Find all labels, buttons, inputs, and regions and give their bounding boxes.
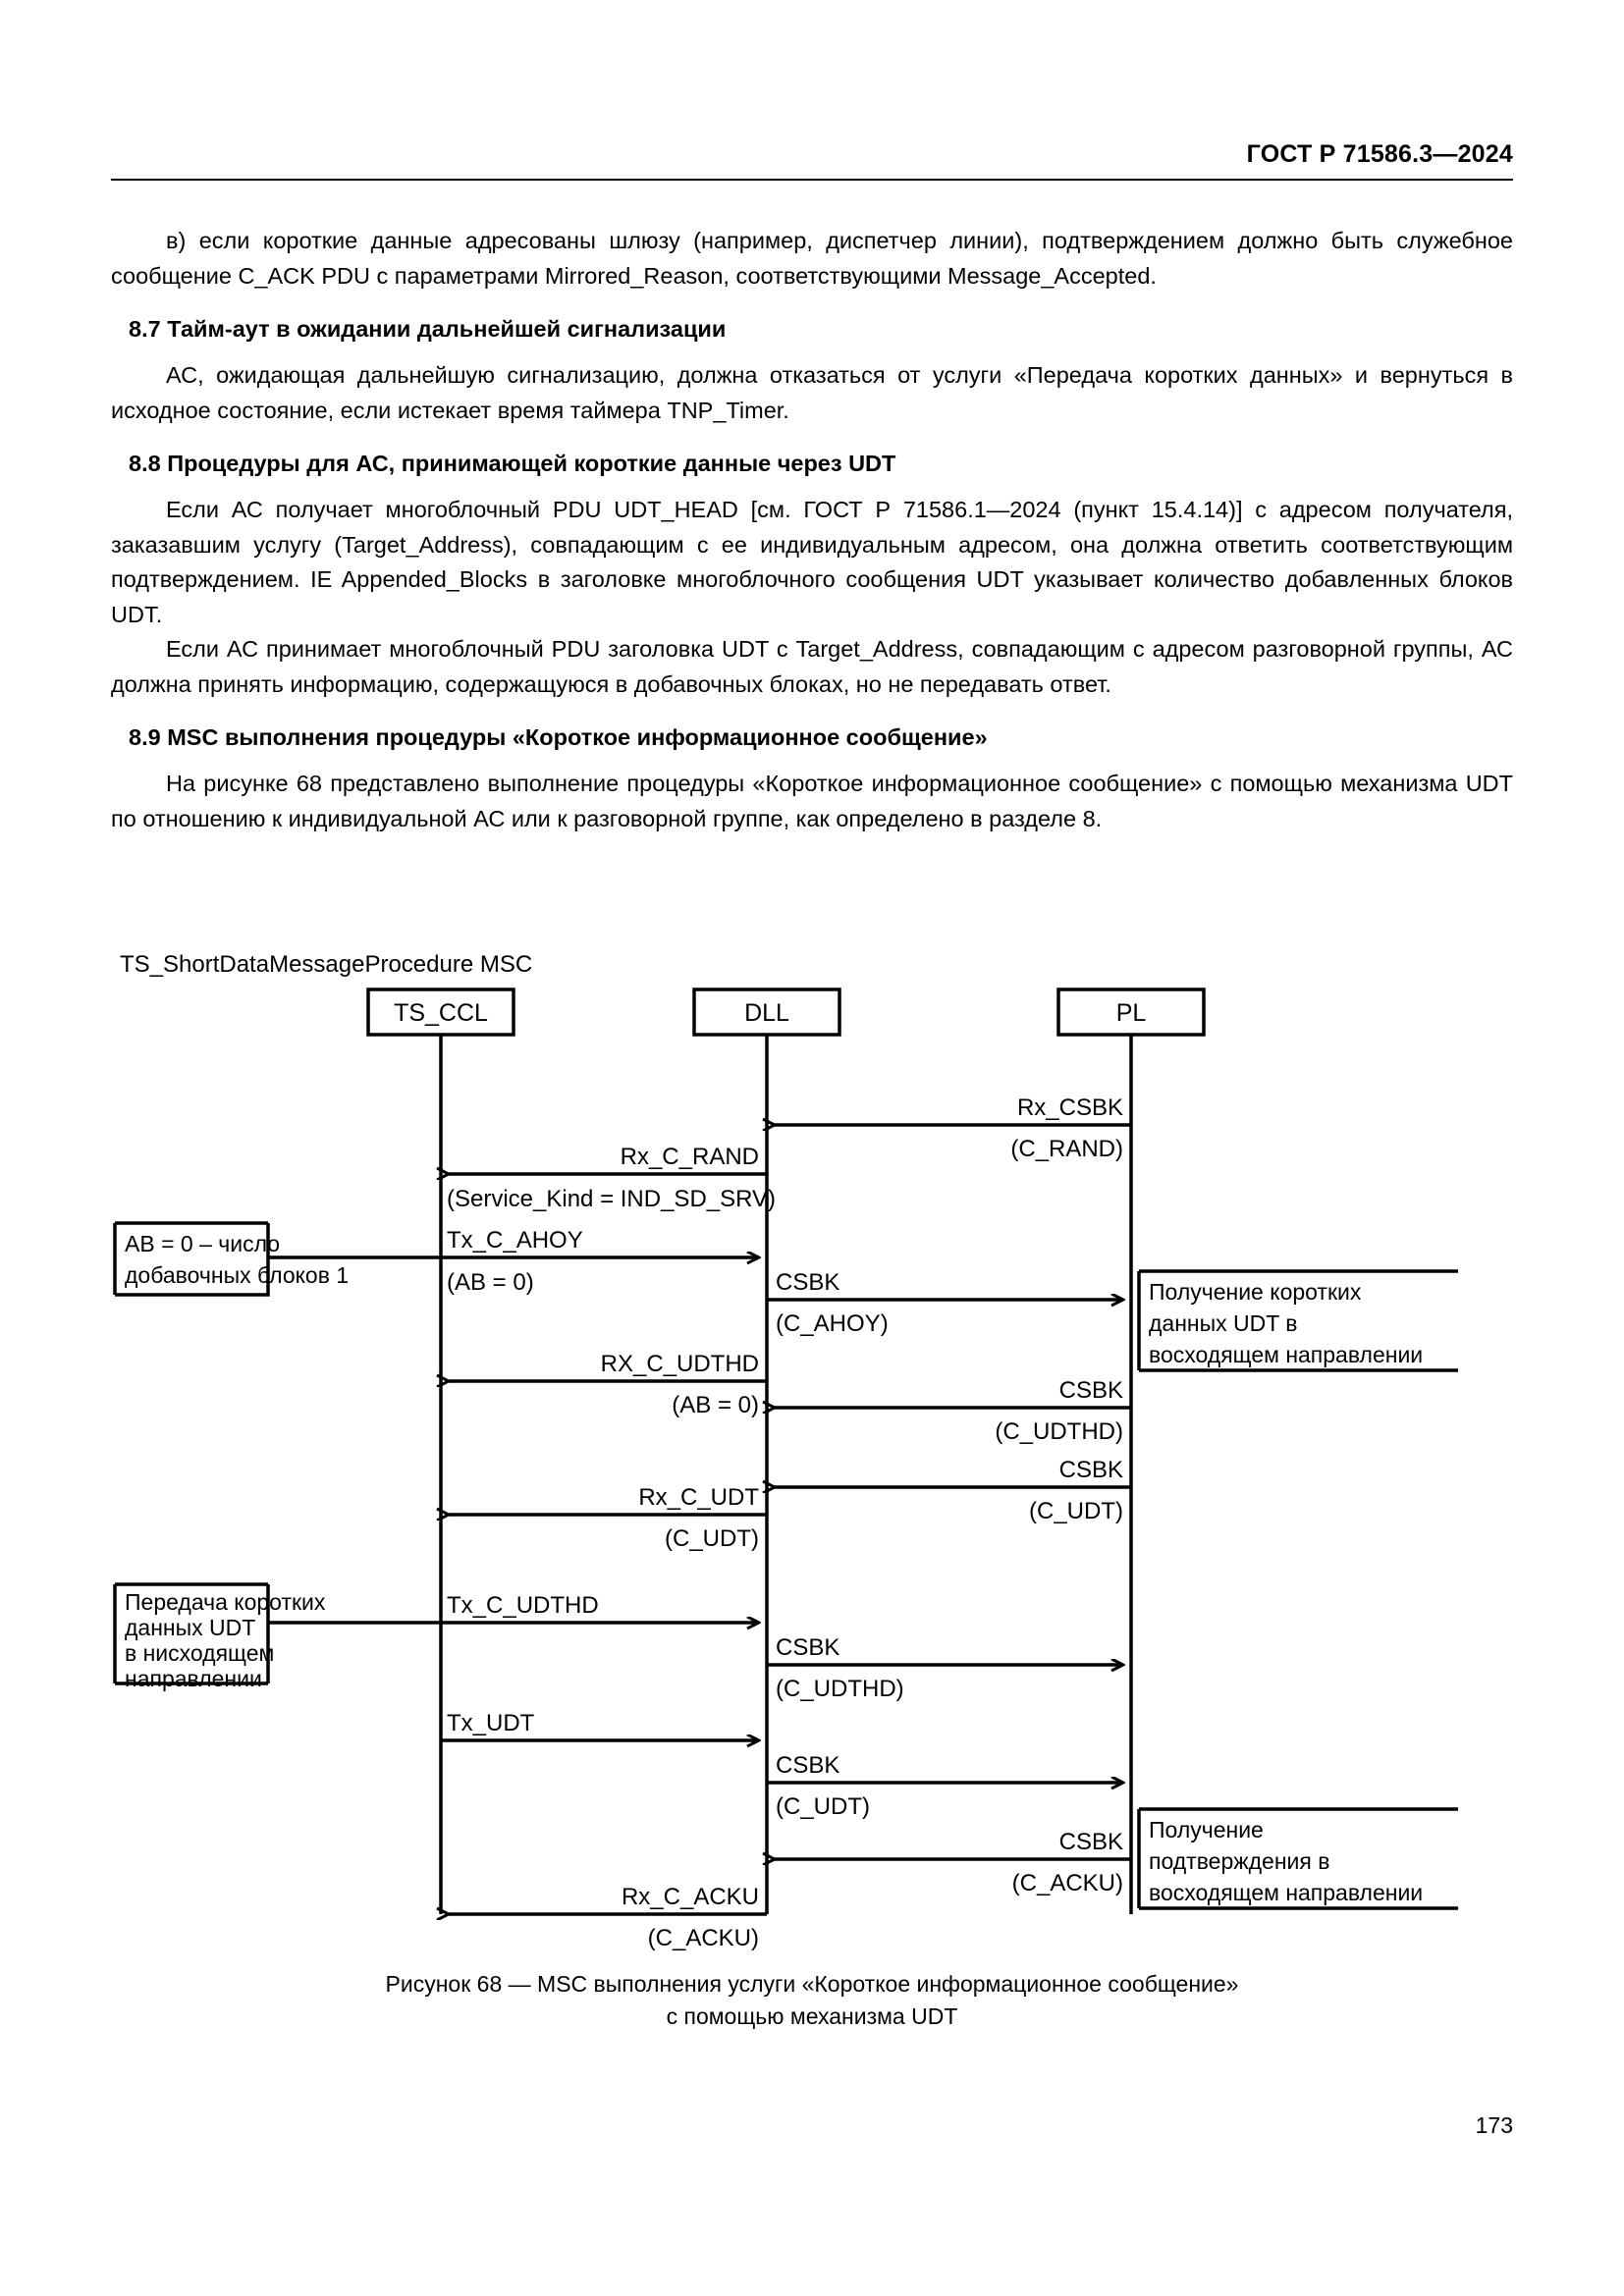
msc-message-m2-bottom-label: (Service_Kind = IND_SD_SRV)	[447, 1186, 776, 1212]
msc-message-m14-bottom-label: (C_ACKU)	[648, 1925, 759, 1951]
msc-note-tx-udt-downlink: Передача коротких данных UDT в нисходяще…	[113, 1582, 441, 1691]
msc-message-m7-top-label: CSBK	[1059, 1457, 1123, 1483]
msc-message-m5-top-label: CSBK	[1059, 1377, 1123, 1404]
lifeline-head-ts-ccl: TS_CCL	[366, 988, 515, 1037]
page-number: 173	[1475, 2112, 1513, 2138]
msc-note-ab: AB = 0 – число добавочных блоков 1	[113, 1221, 441, 1297]
msc-note-ab-line-0: AB = 0 – число	[125, 1231, 280, 1256]
msc-message-m12: CSBK (C_UDT)	[767, 1752, 1123, 1820]
msc-message-m13-bottom-label: (C_ACKU)	[1012, 1870, 1123, 1896]
msc-message-m6: RX_C_UDTHD (AB = 0)	[449, 1351, 767, 1418]
msc-message-m2-top-label: Rx_C_RAND	[621, 1144, 759, 1170]
msc-note-tx-udt-line-3: направлении	[125, 1666, 262, 1691]
msc-message-m8: Rx_C_UDT (C_UDT)	[449, 1484, 767, 1552]
msc-message-m6-top-label: RX_C_UDTHD	[601, 1351, 759, 1377]
msc-note-rx-udt-line-2: восходящем направлении	[1149, 1342, 1423, 1367]
msc-note-rx-udt-uplink: Получение коротких данных UDT в восходящ…	[1137, 1269, 1458, 1372]
lifeline-label-ts-ccl: TS_CCL	[394, 999, 488, 1027]
msc-note-rx-udt-line-0: Получение коротких	[1149, 1279, 1362, 1305]
msc-message-m4-top-label: CSBK	[776, 1269, 839, 1296]
figure-caption: Рисунок 68 — MSC выполнения услуги «Коро…	[111, 1968, 1513, 2033]
msc-note-rx-ack-line-1: подтверждения в	[1149, 1848, 1329, 1874]
msc-message-m11-top-label: Tx_UDT	[447, 1710, 535, 1736]
msc-message-m5-bottom-label: (C_UDTHD)	[995, 1418, 1123, 1445]
paragraph-8-9: На рисунке 68 представлено выполнение пр…	[111, 771, 1513, 831]
msc-message-m14: Rx_C_ACKU (C_ACKU)	[449, 1884, 767, 1951]
msc-message-m1: Rx_CSBK (C_RAND)	[775, 1095, 1131, 1162]
msc-note-tx-udt-line-1: данных UDT	[125, 1615, 255, 1640]
msc-note-tx-udt-line-2: в нисходящем	[125, 1640, 274, 1666]
heading-8-9: 8.9 MSC выполнения процедуры «Короткое и…	[129, 724, 988, 750]
msc-message-m9: Tx_C_UDTHD	[441, 1592, 759, 1623]
lifeline-label-dll: DLL	[744, 999, 789, 1027]
lifeline-head-dll: DLL	[692, 988, 841, 1037]
msc-message-m9-top-label: Tx_C_UDTHD	[447, 1592, 599, 1619]
msc-note-rx-ack-line-0: Получение	[1149, 1817, 1264, 1842]
heading-8-7: 8.7 Тайм-аут в ожидании дальнейшей сигна…	[129, 316, 727, 342]
heading-8-8: 8.8 Процедуры для АС, принимающей коротк…	[129, 451, 896, 476]
msc-message-m13: CSBK (C_ACKU)	[775, 1829, 1131, 1896]
msc-message-m4: CSBK (C_AHOY)	[767, 1269, 1123, 1337]
paragraph-item-v: в) если короткие данные адресованы шлюзу…	[111, 228, 1513, 289]
lifeline-head-pl: PL	[1056, 988, 1206, 1037]
msc-message-m8-top-label: Rx_C_UDT	[638, 1484, 759, 1511]
msc-message-m10-bottom-label: (C_UDTHD)	[776, 1676, 904, 1702]
msc-message-m10: CSBK (C_UDTHD)	[767, 1634, 1123, 1702]
msc-message-m10-top-label: CSBK	[776, 1634, 839, 1661]
msc-note-tx-udt-line-0: Передача коротких	[125, 1589, 326, 1615]
paragraph-8-7: АС, ожидающая дальнейшую сигнализацию, д…	[111, 362, 1513, 423]
msc-figure: TS_ShortDataMessageProcedure MSC TS_CCL …	[0, 933, 1624, 1973]
msc-message-m3-bottom-label: (AB = 0)	[447, 1269, 534, 1296]
msc-message-m8-bottom-label: (C_UDT)	[665, 1525, 759, 1552]
paragraph-8-8-2: Если АС принимает многоблочный PDU загол…	[111, 636, 1513, 697]
msc-message-m2: Rx_C_RAND (Service_Kind = IND_SD_SRV)	[447, 1144, 776, 1212]
msc-note-rx-udt-line-1: данных UDT в	[1149, 1310, 1298, 1336]
msc-message-m3: Tx_C_AHOY (AB = 0)	[441, 1227, 759, 1296]
msc-message-m12-top-label: CSBK	[776, 1752, 839, 1779]
msc-message-m3-top-label: Tx_C_AHOY	[447, 1227, 583, 1254]
figure-caption-line-2: с помощью механизма UDT	[666, 2003, 958, 2029]
msc-note-rx-ack-line-2: восходящем направлении	[1149, 1880, 1423, 1905]
msc-message-m1-top-label: Rx_CSBK	[1017, 1095, 1123, 1121]
msc-note-ab-line-1: добавочных блоков 1	[125, 1262, 349, 1288]
msc-message-m6-bottom-label: (AB = 0)	[672, 1392, 759, 1418]
page-header-standard-id: ГОСТ Р 71586.3—2024	[1246, 140, 1513, 168]
lifeline-label-pl: PL	[1116, 999, 1147, 1027]
msc-message-m4-bottom-label: (C_AHOY)	[776, 1310, 889, 1337]
msc-message-m7: CSBK (C_UDT)	[775, 1457, 1131, 1524]
msc-message-m7-bottom-label: (C_UDT)	[1029, 1498, 1123, 1524]
msc-message-m13-top-label: CSBK	[1059, 1829, 1123, 1855]
msc-message-m14-top-label: Rx_C_ACKU	[622, 1884, 759, 1910]
msc-message-m5: CSBK (C_UDTHD)	[775, 1377, 1131, 1445]
msc-message-m11: Tx_UDT	[441, 1710, 759, 1740]
figure-caption-line-1: Рисунок 68 — MSC выполнения услуги «Коро…	[385, 1971, 1239, 1997]
msc-diagram-title: TS_ShortDataMessageProcedure MSC	[120, 951, 532, 978]
msc-message-m1-bottom-label: (C_RAND)	[1010, 1136, 1123, 1162]
msc-message-m12-bottom-label: (C_UDT)	[776, 1793, 870, 1820]
header-rule	[111, 179, 1513, 181]
paragraph-8-8-1: Если АС получает многоблочный PDU UDT_HE…	[111, 497, 1513, 627]
document-body: в) если короткие данные адресованы шлюзу…	[111, 224, 1513, 836]
msc-note-rx-ack-uplink: Получение подтверждения в восходящем нап…	[1137, 1807, 1458, 1910]
